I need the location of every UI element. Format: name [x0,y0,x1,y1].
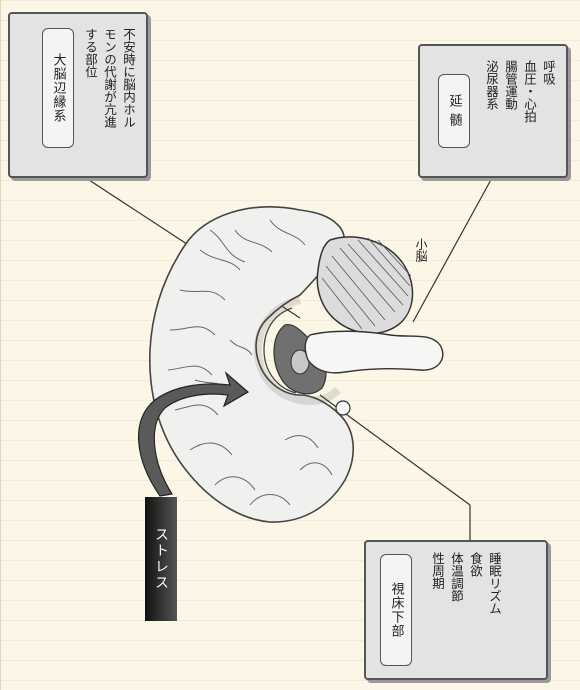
medulla-description: 呼吸 血圧・心拍 腸管運動 泌尿器系 [482,60,558,170]
brainstem [305,331,443,373]
pituitary [336,401,350,415]
stress-label: ストレス [151,527,171,591]
hypothalamus-card: 視床下部 睡眠リズム 食欲 体温調節 性周期 [364,540,548,680]
hypothalamus-title: 視床下部 [380,554,412,666]
hypothalamus-description: 睡眠リズム 食欲 体温調節 性周期 [428,552,504,672]
limbic-system-title: 大脳辺縁系 [42,28,74,148]
limbic-system-description: 不安時に脳内ホル モンの代謝が亢進 する部位 [81,28,138,168]
medulla-title: 延 髄 [438,74,470,148]
limbic-system-card: 大脳辺縁系 不安時に脳内ホル モンの代謝が亢進 する部位 [8,12,148,178]
cerebellum-label: 小脳 [413,238,430,262]
stress-label-box: ストレス [145,497,177,621]
medulla-card: 延 髄 呼吸 血圧・心拍 腸管運動 泌尿器系 [418,44,568,178]
